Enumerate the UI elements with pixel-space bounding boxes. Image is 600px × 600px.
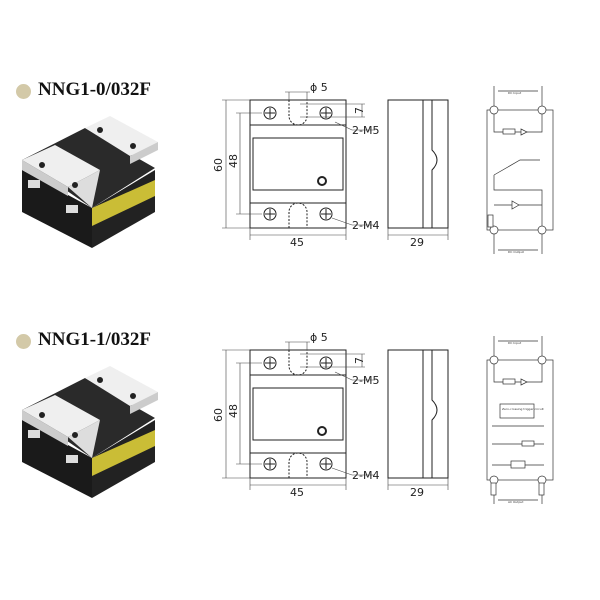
circuit-output-label: DC Output	[508, 250, 525, 254]
screw-icon	[263, 106, 277, 120]
mounting-hole-icon	[39, 162, 45, 168]
top-screws-label: 2-M5	[352, 124, 379, 137]
mounting-hole-icon	[130, 393, 136, 399]
screw-icon	[263, 356, 277, 370]
screw-icon	[319, 356, 333, 370]
dimension-height-label: 60	[212, 158, 225, 172]
mounting-hole-icon	[72, 182, 78, 188]
dimension-offset-label: 7	[353, 357, 366, 364]
relay-photo	[22, 366, 158, 498]
circuit-diagram	[486, 336, 554, 504]
bottom-screws-label: 2-M4	[352, 469, 379, 482]
terminal-icon	[537, 225, 547, 235]
front-view-drawing	[249, 99, 347, 229]
terminal-icon	[489, 105, 499, 115]
dimension-hole-label: ϕ 5	[310, 331, 328, 344]
mounting-hole-icon	[97, 377, 103, 383]
mounting-hole-icon	[39, 412, 45, 418]
bullet-icon	[16, 84, 31, 99]
dimension-depth-label: 29	[410, 486, 424, 499]
front-view-drawing	[249, 349, 347, 479]
dimension-width-label: 45	[290, 486, 304, 499]
dimension-offset-label: 7	[353, 107, 366, 114]
dimension-depth-label: 29	[410, 236, 424, 249]
screw-icon	[319, 457, 333, 471]
circuit-input-label: DC Input	[508, 91, 522, 95]
terminal-icon	[489, 355, 499, 365]
circuit-output-label: AC Output	[508, 500, 524, 504]
circuit-input-label: DC Input	[508, 341, 522, 345]
side-view-drawing	[387, 349, 449, 479]
circuit-diagram	[486, 86, 554, 254]
screw-icon	[263, 457, 277, 471]
dimension-width-label: 45	[290, 236, 304, 249]
mounting-hole-icon	[72, 432, 78, 438]
screw-icon	[319, 207, 333, 221]
terminal-icon	[537, 355, 547, 365]
relay-photo	[22, 116, 158, 248]
bullet-icon	[16, 334, 31, 349]
dimension-mount-spacing-label: 48	[227, 154, 240, 168]
mounting-hole-icon	[130, 143, 136, 149]
screw-icon	[263, 207, 277, 221]
dimension-hole-label: ϕ 5	[310, 81, 328, 94]
dimension-mount-spacing-label: 48	[227, 404, 240, 418]
terminal-icon	[537, 105, 547, 115]
model-title: NNG1-1/032F	[38, 329, 151, 350]
dimension-height-label: 60	[212, 408, 225, 422]
side-view-drawing	[387, 99, 449, 229]
top-screws-label: 2-M5	[352, 374, 379, 387]
trigger-circuit-label: Zero-crossing trigger circuit	[502, 407, 545, 411]
bottom-screws-label: 2-M4	[352, 219, 379, 232]
mounting-hole-icon	[97, 127, 103, 133]
model-title: NNG1-0/032F	[38, 79, 151, 100]
screw-icon	[319, 106, 333, 120]
